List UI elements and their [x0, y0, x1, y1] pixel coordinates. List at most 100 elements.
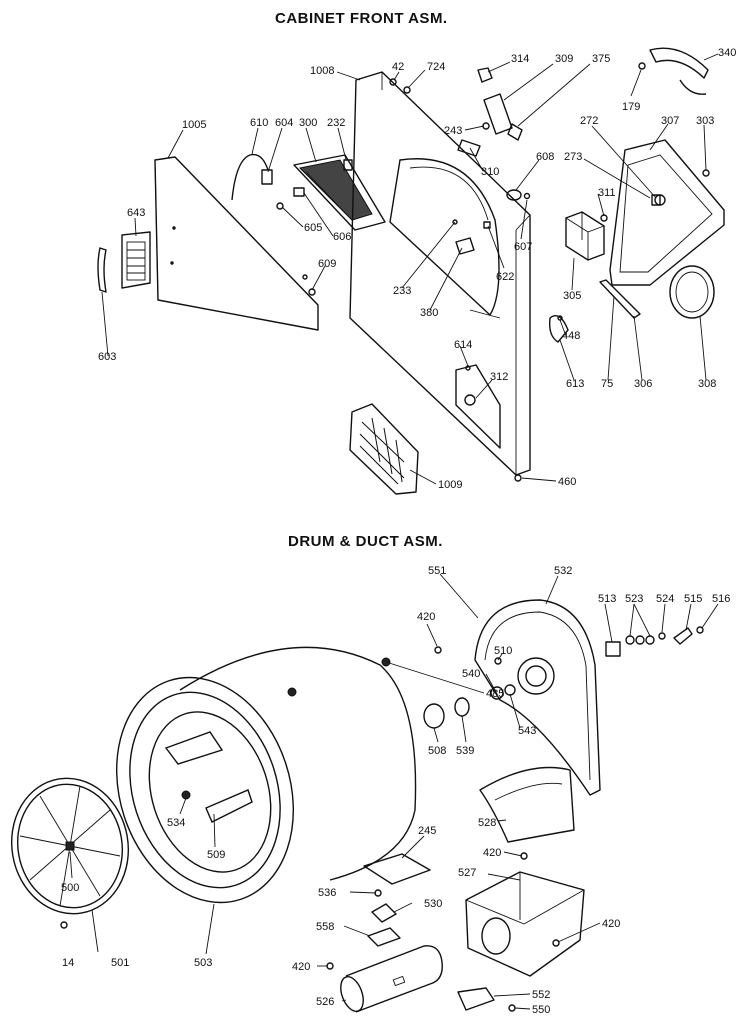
label-380: 380: [420, 307, 438, 319]
label-526: 526: [316, 996, 334, 1008]
ring-308: [669, 265, 715, 319]
label-305: 305: [563, 290, 581, 302]
drum-503: [115, 646, 417, 904]
label-724: 724: [427, 61, 445, 73]
label-485: 485: [486, 688, 504, 700]
label-314: 314: [511, 53, 529, 65]
label-530: 530: [424, 898, 442, 910]
label-610: 610: [250, 117, 268, 129]
part-516: [696, 626, 704, 634]
label-607: 607: [514, 241, 532, 253]
label-540: 540: [462, 668, 480, 680]
lint-grille-1009: [349, 403, 419, 495]
label-300: 300: [299, 117, 317, 129]
washer-523a: [625, 635, 635, 645]
duct-housing-527: [465, 871, 585, 977]
screw-420c: [552, 939, 560, 947]
part-552: [457, 987, 495, 1011]
label-1005: 1005: [182, 119, 206, 131]
label-273: 273: [564, 151, 582, 163]
label-75: 75: [601, 378, 613, 390]
label-536: 536: [318, 887, 336, 899]
part-310: [457, 139, 481, 157]
label-608: 608: [536, 151, 554, 163]
part-530: [371, 903, 397, 923]
label-609: 609: [318, 258, 336, 270]
screw-179: [638, 62, 646, 70]
label-233: 233: [393, 285, 411, 297]
label-375: 375: [592, 53, 610, 65]
box-305: [565, 211, 605, 261]
wire-340: [679, 79, 707, 95]
ring-501: [10, 777, 130, 915]
heater-526: [340, 945, 443, 1013]
label-516: 516: [712, 593, 730, 605]
washer-523b: [635, 635, 645, 645]
label-513: 513: [598, 593, 616, 605]
label-1009: 1009: [438, 479, 462, 491]
screw-550: [508, 1004, 516, 1012]
label-309: 309: [555, 53, 573, 65]
wire-610: [231, 153, 269, 201]
screw-303: [702, 169, 710, 177]
front-panel-1005: [154, 156, 319, 331]
label-420-right: 420: [602, 918, 620, 930]
fastener-42: [389, 78, 397, 86]
label-613: 613: [566, 378, 584, 390]
trim-340: [649, 47, 709, 79]
label-245: 245: [418, 825, 436, 837]
label-500: 500: [61, 882, 79, 894]
part-273: [651, 194, 661, 206]
label-558: 558: [316, 921, 334, 933]
duct-528: [479, 766, 575, 843]
label-272: 272: [580, 115, 598, 127]
part-622: [483, 221, 491, 229]
part-606: [293, 187, 305, 197]
screw-609b: [302, 274, 308, 280]
clip-232: [343, 159, 353, 171]
label-523: 523: [625, 593, 643, 605]
label-543: 543: [518, 725, 536, 737]
part-614: [465, 365, 471, 371]
part-539: [454, 697, 470, 717]
screw-605: [276, 202, 284, 210]
label-524: 524: [656, 593, 674, 605]
label-312: 312: [490, 371, 508, 383]
label-528: 528: [478, 817, 496, 829]
label-1008: 1008: [310, 65, 334, 77]
fastener-724: [403, 86, 411, 94]
strip-306: [599, 279, 641, 319]
label-179: 179: [622, 101, 640, 113]
lamp-cover-300: [293, 154, 386, 231]
label-622: 622: [496, 271, 514, 283]
label-605: 605: [304, 222, 322, 234]
label-448: 448: [562, 330, 580, 342]
cabinet-front-title: CABINET FRONT ASM.: [275, 10, 448, 27]
label-310: 310: [481, 166, 499, 178]
part-524: [658, 632, 666, 640]
label-420-bottom: 420: [292, 961, 310, 973]
part-613: [548, 315, 569, 343]
label-551: 551: [428, 565, 446, 577]
part-608: [506, 189, 522, 201]
label-243: 243: [444, 125, 462, 137]
switch-604: [261, 169, 273, 185]
label-643: 643: [127, 207, 145, 219]
handle-603: [97, 247, 107, 293]
label-340: 340: [718, 47, 736, 59]
plate-245: [363, 853, 431, 885]
label-606: 606: [333, 231, 351, 243]
screw-609: [308, 288, 316, 296]
bulkhead-532: [474, 599, 601, 796]
label-42: 42: [392, 61, 404, 73]
label-515: 515: [684, 593, 702, 605]
part-607: [523, 192, 531, 200]
part-508: [423, 703, 445, 729]
part-233: [452, 219, 458, 225]
label-508: 508: [428, 745, 446, 757]
label-532: 532: [554, 565, 572, 577]
label-534: 534: [167, 817, 185, 829]
screw-460: [514, 474, 522, 482]
label-527: 527: [458, 867, 476, 879]
